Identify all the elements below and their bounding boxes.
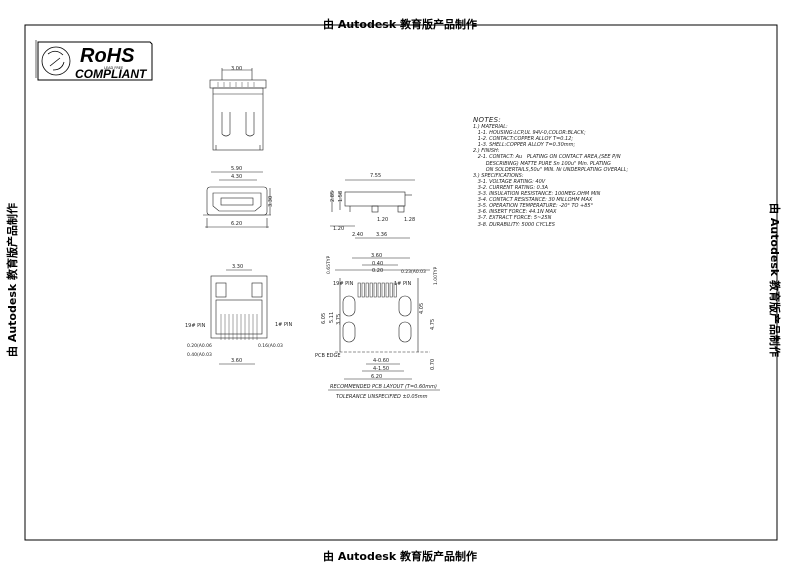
- notes-line: 3-3. INSULATION RESISTANCE: 100MEG.OHM M…: [473, 191, 601, 198]
- autodesk-stamp-bottom: 由 Autodesk 教育版产品制作: [322, 550, 477, 563]
- pcb-edge-label: PCB EDGE: [315, 353, 341, 359]
- pcb-dim-left-v: 0.65TYP: [326, 255, 332, 274]
- rohs-sub-text: COMPLIANT: [75, 67, 148, 81]
- pcb-dim-h2: 5.11: [329, 312, 335, 323]
- pcb-dim-r1: 4.05: [419, 303, 425, 314]
- pcb-dim-tol: 0.23(A0.03: [401, 269, 426, 275]
- autodesk-stamp-top: 由 Autodesk 教育版产品制作: [322, 18, 477, 31]
- notes-line: ON SOLDERTAILS,50u" MIN. Ni UNDERPLATING…: [473, 166, 629, 173]
- pcb-pin1-label: 1# PIN: [394, 281, 411, 287]
- pcb-dim-b1: 4-0.60: [373, 358, 389, 364]
- notes-line: 3-5. OPERATION TEMPERATURE: -20° TO +85°: [473, 203, 594, 210]
- notes-line: 2.) FINISH:: [473, 148, 500, 155]
- dim-side-b1: 2.40: [352, 232, 363, 238]
- notes-line: 1-1. HOUSING:LCP,UL 94V-0,COLOR:BLACK;: [473, 130, 586, 137]
- notes-line: 3-2. CURRENT RATING: 0.3A: [473, 184, 548, 191]
- dim-side-b2: 3.36: [376, 232, 387, 238]
- pcb-dim-020: 0.20: [372, 268, 383, 274]
- pcb-pin19-label: 19# PIN: [333, 281, 354, 287]
- pcb-caption: RECOMMENDED PCB LAYOUT (T=0.60mm): [330, 384, 437, 390]
- dim-front-inner: 4.30: [231, 174, 242, 180]
- dim-side-left: 1.20: [333, 226, 344, 232]
- notes-block: NOTES: 1.) MATERIAL: 1-1. HOUSING:LCP,UL…: [473, 116, 631, 228]
- dim-front-bottom: 6.20: [231, 221, 242, 227]
- pcb-dim-h1: 6.05: [321, 313, 327, 324]
- dim-bottom-top: 3.30: [232, 264, 243, 270]
- connector-top-view: [209, 68, 267, 151]
- dim-side-h1: 2.85: [330, 191, 336, 202]
- connector-bottom-view: [210, 269, 268, 365]
- pcb-dim-r3: 0.70: [430, 359, 436, 370]
- rohs-logo: RoHS COMPLIANT LEAD FREE: [35, 40, 153, 81]
- notes-line: 3-8. DURABILITY: 5000 CYCLES: [473, 221, 555, 228]
- autodesk-stamp-right: 由 Autodesk 教育版产品制作: [768, 202, 781, 358]
- notes-line: 1-2. CONTACT:COPPER ALLOY T=0.12;: [473, 136, 574, 143]
- dim-top-width: 3.00: [231, 66, 242, 72]
- autodesk-stamp-left: 由 Autodesk 教育版产品制作: [6, 202, 19, 358]
- rohs-main-text: RoHS: [80, 45, 135, 67]
- dim-front-height: 3.30: [268, 196, 274, 207]
- dim-side-mid: 1.20: [377, 217, 388, 223]
- notes-line: 3-6. INSERT FORCE: 44.1N MAX: [473, 209, 557, 216]
- tol2-label: 0.16(A0.03: [258, 343, 283, 349]
- notes-line: 3.) SPECIFICATIONS:: [473, 172, 524, 179]
- pcb-dim-r2: 4.75: [430, 319, 436, 330]
- notes-line: 2-1. CONTACT: Au PLATING ON CONTACT AREA…: [473, 154, 621, 161]
- notes-line: 3-1. VOLTAGE RATING: 40V: [473, 178, 546, 185]
- dim-front-outer: 5.90: [231, 166, 242, 172]
- pcb-dim-b3: 6.20: [371, 374, 382, 380]
- notes-title: NOTES:: [473, 116, 502, 124]
- connector-side-view: [330, 179, 415, 239]
- dim-side-right: 1.28: [404, 217, 415, 223]
- drawing-border: [24, 24, 778, 541]
- pin19-label: 19# PIN: [185, 323, 206, 329]
- pcb-dim-right-v: 1.00TYP: [433, 266, 439, 285]
- notes-line: 1-3. SHELL:COPPER ALLOY T=0.30mm;: [473, 142, 576, 149]
- pcb-dim-b2: 4-1.50: [373, 366, 389, 372]
- connector-front-view: [203, 171, 271, 228]
- pin1-label: 1# PIN: [275, 322, 292, 328]
- pcb-dim-040: 0.40: [372, 261, 383, 267]
- dim-side-length: 7.55: [370, 173, 381, 179]
- notes-line: 3-4. CONTACT RESISTANCE: 30 MILLOHM MAX: [473, 197, 593, 204]
- pcb-layout: [335, 257, 430, 380]
- rohs-tiny-text: LEAD FREE: [104, 66, 123, 70]
- dim-bottom-width: 3.60: [231, 358, 242, 364]
- tol3-label: 0.40(A0.03: [187, 352, 212, 358]
- notes-line: 1.) MATERIAL:: [473, 124, 508, 130]
- tol1-label: 0.20(A0.06: [187, 343, 212, 349]
- dim-side-h2: 1.58: [338, 191, 344, 202]
- pcb-dim-top: 3.60: [371, 253, 382, 259]
- pcb-dim-h3: 3.75: [336, 314, 342, 325]
- notes-line: 3-7. EXTRACT FORCE: 5~25N: [473, 215, 552, 222]
- notes-line: DESCRIBING) MATTE PURE Sn 100u" Min. PLA…: [473, 160, 611, 167]
- pcb-tolerance: TOLERANCE UNSPECIFIED ±0.05mm: [336, 394, 428, 400]
